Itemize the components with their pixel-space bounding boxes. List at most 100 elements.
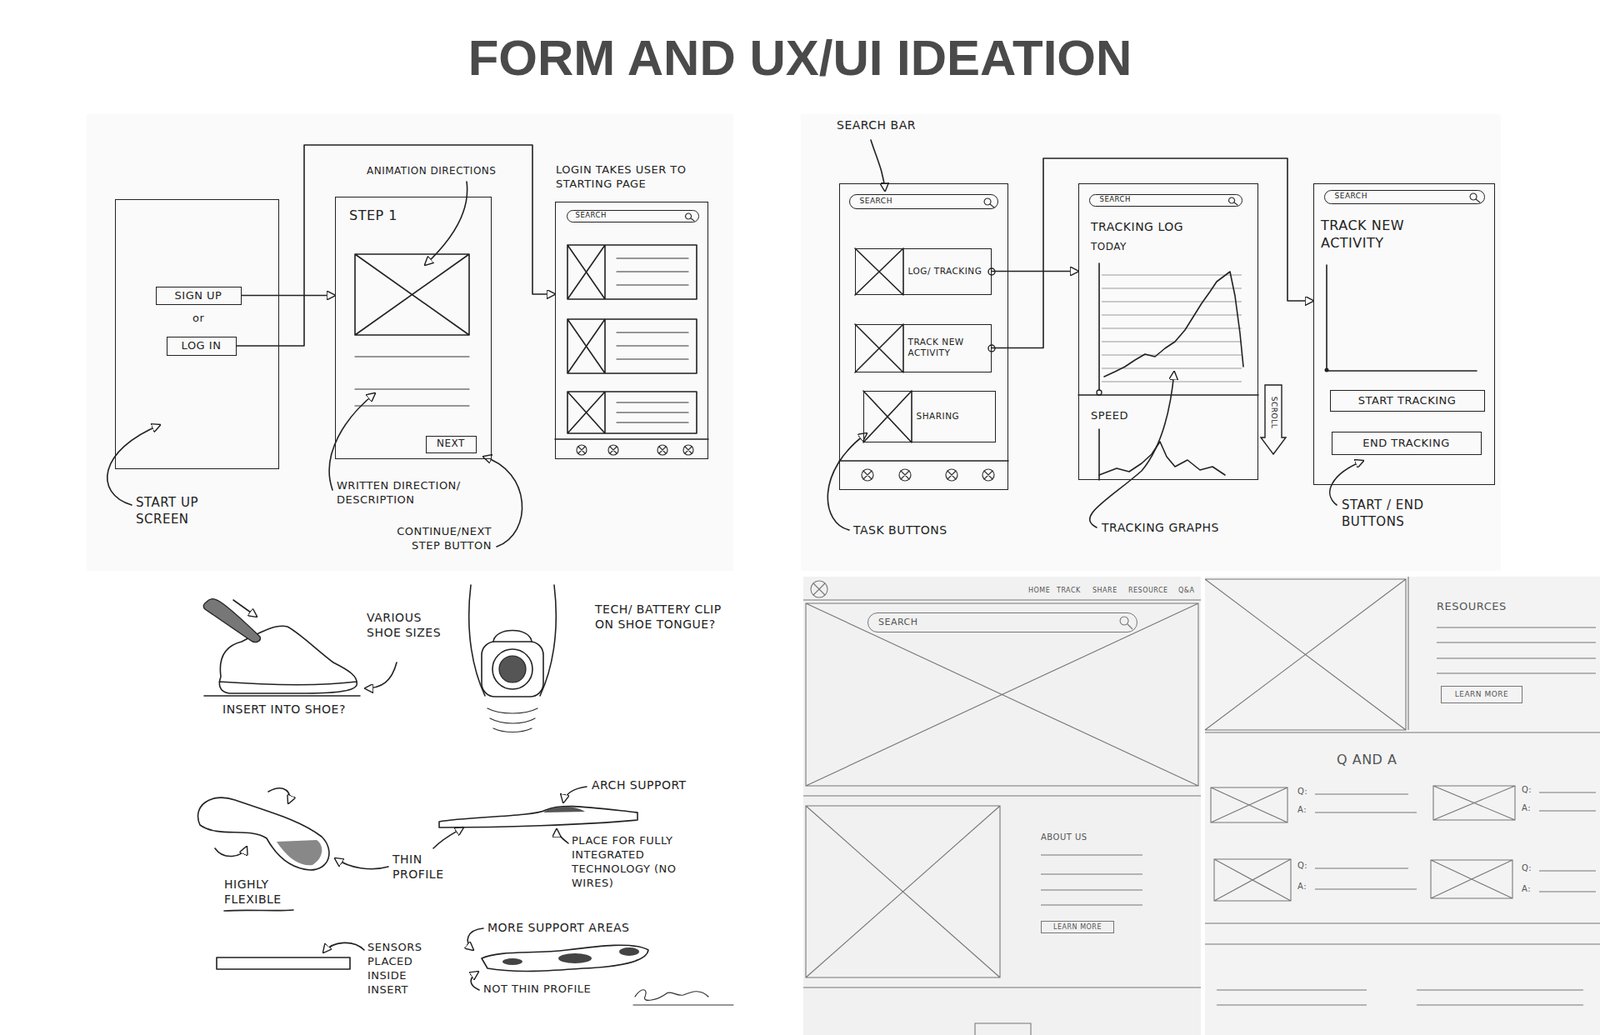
leader-line — [335, 858, 389, 870]
search-icon — [984, 198, 995, 208]
sketch-note: ARCH SUPPORT — [591, 777, 687, 793]
nav-link: TRACK — [1056, 586, 1081, 595]
flow-arrow — [991, 158, 1315, 349]
content-card — [567, 319, 697, 374]
task-card-text: LOG/ TRACKING — [908, 265, 985, 278]
search-bar: SEARCH — [867, 612, 1138, 633]
callout-label: CONTINUE/NEXT STEP BUTTON — [366, 525, 492, 554]
section-heading: RESOURCES — [1436, 600, 1507, 615]
text-lines — [1205, 923, 1600, 1005]
start-button: START TRACKING — [1330, 390, 1485, 412]
phone-screen: LOGIN TAKES USER TO STARTING PAGESEARCH — [555, 201, 709, 460]
search-bar: SEARCH — [566, 210, 700, 223]
phone-screen: STEP 1NEXT — [335, 196, 492, 460]
flexible-insole — [198, 797, 330, 870]
text-lines — [616, 258, 689, 285]
sketch-note: THIN PROFILE — [392, 851, 460, 882]
question-marker: Q: — [1297, 785, 1308, 797]
task-card: LOG/ TRACKING — [855, 248, 992, 295]
speed-graph — [1099, 441, 1225, 475]
learn-more-button-text: LEARN MORE — [1455, 690, 1510, 700]
support-area — [558, 953, 592, 964]
text-lines — [616, 332, 689, 360]
nav-icon — [863, 470, 993, 480]
nav-link: RESOURCE — [1128, 586, 1169, 595]
scroll-arrow — [1260, 385, 1286, 455]
leader-line — [329, 393, 375, 490]
about-image — [805, 805, 1000, 978]
wireframe-paper — [1205, 576, 1600, 1035]
image-placeholder — [855, 248, 904, 295]
question-marker: Q: — [1521, 784, 1532, 795]
leader-line — [827, 433, 867, 530]
text-lines — [1040, 855, 1143, 905]
graph-grid — [1101, 275, 1242, 382]
thick-insole — [481, 945, 649, 971]
search-bar: SEARCH — [1089, 194, 1243, 207]
graph-axis — [1078, 263, 1259, 480]
twist-arrow — [268, 788, 290, 804]
callout-label: TRACKING GRAPHS — [1101, 520, 1220, 535]
nav-link: Q&A — [1178, 586, 1195, 595]
task-card: TRACK NEW ACTIVITY — [855, 324, 992, 373]
search-icon — [1229, 197, 1238, 205]
sketch-note: HIGHLY FLEXIBLE — [224, 876, 308, 907]
leader-line — [470, 971, 480, 990]
sign-up-button-text: SIGN UP — [175, 288, 223, 303]
end-button: END TRACKING — [1331, 431, 1482, 455]
answer-marker: A: — [1297, 804, 1307, 815]
leader-line — [1090, 371, 1175, 528]
answer-marker: A: — [1521, 802, 1531, 814]
qa-image — [1430, 860, 1513, 899]
search-icon — [685, 213, 695, 221]
image-placeholder — [863, 390, 912, 443]
callout-label: TASK BUTTONS — [853, 522, 948, 538]
wireframe-paper — [803, 576, 1201, 1035]
content-card — [567, 245, 697, 300]
flow-arrow — [236, 145, 556, 346]
phone-screen-text: or — [192, 311, 205, 326]
callout-label: SEARCH BAR — [836, 117, 916, 133]
phone-screen: TRACKING LOGTODAYSPEEDSEARCH — [1078, 183, 1259, 480]
search-icon — [1120, 616, 1133, 630]
leader-line — [563, 786, 587, 803]
search-bar-text: SEARCH — [878, 616, 919, 629]
site-logo — [810, 580, 828, 598]
leader-line — [433, 827, 464, 849]
sketch-note: NOT THIN PROFILE — [483, 982, 591, 997]
insert-sketch — [203, 599, 260, 643]
support-area — [619, 947, 640, 956]
phone-screen-text: SPEED — [1090, 409, 1129, 424]
nav-link: HOME — [1028, 586, 1050, 595]
arch-support — [543, 806, 585, 813]
text-lines — [616, 402, 689, 423]
insert-arrow — [233, 600, 257, 617]
sketch-note: PLACE FOR FULLY INTEGRATED TECHNOLOGY (N… — [571, 834, 718, 891]
next-button-text: NEXT — [436, 437, 465, 451]
section-heading: Q AND A — [1336, 751, 1397, 770]
nav-icons — [861, 469, 995, 481]
nav-link: SHARE — [1092, 586, 1118, 595]
qa-image — [1214, 859, 1291, 901]
sketch-note: INSERT INTO SHOE? — [222, 701, 348, 717]
footer-box — [975, 1023, 1031, 1035]
section-line — [1205, 731, 1600, 733]
search-bar-text: SEARCH — [860, 196, 893, 207]
phone-screen-text: LOGIN TAKES USER TO STARTING PAGE — [555, 163, 731, 192]
answer-marker: A: — [1297, 880, 1307, 892]
site-logo — [813, 583, 825, 595]
leader-line — [323, 942, 365, 953]
answer-lines — [1315, 792, 1596, 892]
sketch-note: VARIOUS SHOE SIZES — [366, 610, 442, 640]
hero-image — [805, 603, 1199, 786]
underline — [224, 910, 294, 911]
twist-arrow — [215, 846, 247, 857]
learn-more-button: LEARN MORE — [1040, 920, 1115, 934]
text-lines — [355, 356, 470, 406]
section-heading: ABOUT US — [1040, 831, 1088, 843]
graph-origin — [1096, 390, 1102, 395]
signature — [633, 990, 734, 1005]
callout-label: WRITTEN DIRECTION/ DESCRIPTION — [336, 479, 504, 508]
sketch-paper — [86, 114, 734, 571]
